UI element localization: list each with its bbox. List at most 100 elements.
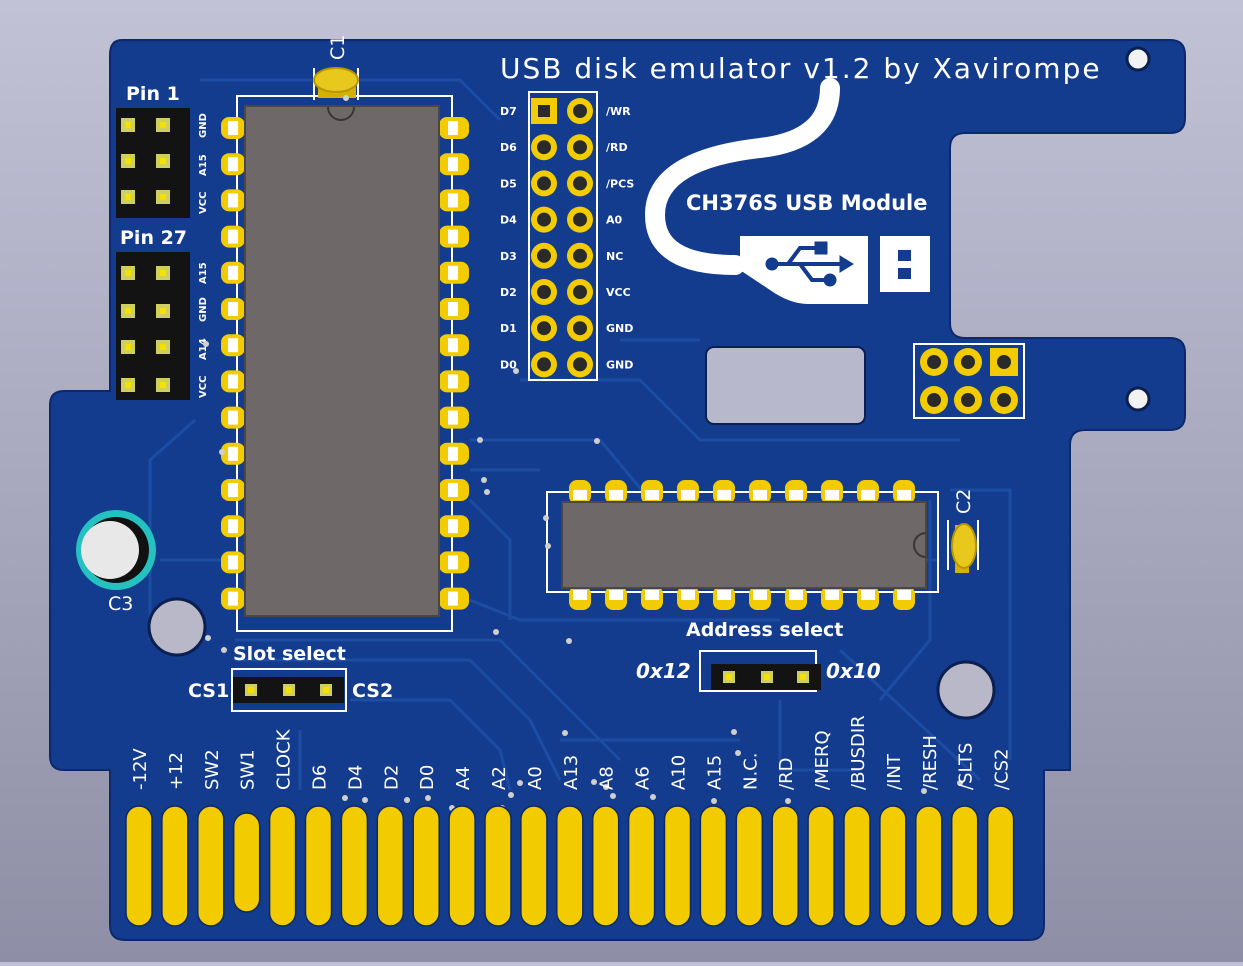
header-pin-tip — [125, 382, 131, 388]
usb-header-pads — [531, 98, 593, 378]
c1-label: C1 — [327, 35, 349, 60]
edge-pin-label: SW1 — [238, 749, 259, 790]
usb-pad-hole — [573, 176, 587, 191]
usb-left-pin-label: D7 — [500, 105, 517, 118]
via — [711, 798, 717, 804]
board-title: USB disk emulator v1.2 by Xavirompe — [500, 52, 1102, 85]
edge-pin-label: D0 — [417, 765, 438, 790]
edge-finger — [161, 805, 189, 927]
edge-finger — [556, 805, 584, 927]
second-dip-chip — [546, 480, 939, 610]
usb-pad-hole — [573, 212, 587, 227]
via — [650, 794, 656, 800]
pin1-label: Pin 1 — [126, 83, 180, 105]
u2-pad-face — [789, 590, 803, 600]
edge-finger — [232, 812, 261, 913]
jumper-pin-tip — [248, 687, 254, 693]
icsp-pad-hole — [997, 355, 1011, 369]
u2-pad-face — [681, 590, 695, 600]
edge-finger — [807, 805, 835, 927]
u1-pad-face — [448, 410, 458, 425]
u2-pad-face — [717, 490, 731, 500]
u1-pad-face — [228, 555, 238, 570]
address-right-label: 0x10 — [826, 659, 881, 683]
header-pin-tip — [125, 158, 131, 164]
via — [477, 437, 483, 443]
address-select-jumper: Address select 0x12 0x10 — [636, 619, 881, 692]
usb-module-label: CH376S USB Module — [686, 191, 928, 215]
usb-right-pin-label: /PCS — [606, 177, 634, 190]
u2-pad-face — [753, 490, 767, 500]
jumper-pin-tip — [800, 674, 806, 680]
mount-hole-left — [147, 597, 207, 657]
board-cutout — [705, 346, 866, 425]
via — [343, 95, 349, 101]
edge-finger — [986, 805, 1015, 927]
usb-pad-hole — [573, 357, 587, 372]
u1-pad-face — [448, 302, 458, 316]
u2-pad-face — [609, 590, 623, 600]
u2-pad-face — [573, 590, 587, 600]
edge-finger — [484, 805, 512, 927]
header-pin-tip — [160, 270, 166, 276]
usb-pad-hole — [537, 176, 551, 191]
edge-pin-label: /RESH — [920, 735, 941, 790]
jumper-pin-tip — [323, 687, 329, 693]
edge-finger — [663, 805, 692, 927]
edge-pin-label: A15 — [704, 755, 725, 790]
via — [731, 729, 737, 735]
via — [591, 779, 597, 785]
via — [425, 795, 431, 801]
icsp-pad-hole — [927, 355, 941, 369]
via — [481, 477, 487, 483]
left-header-bottom-label: GND — [198, 297, 209, 322]
edge-finger — [915, 805, 943, 927]
via — [603, 784, 609, 790]
u1-pad-face — [228, 229, 238, 244]
header-pin-tip — [160, 122, 166, 128]
usb-pad-hole — [537, 212, 551, 227]
usb-module-logo: CH376S USB Module — [644, 78, 930, 304]
u1-pad-face — [448, 157, 458, 172]
icsp-pad-hole — [961, 393, 975, 407]
left-header-bottom-label: A15 — [198, 262, 209, 284]
usb-pad-hole — [538, 105, 550, 117]
left-header-pins — [121, 118, 170, 392]
u1-pad-face — [228, 265, 238, 280]
c2-label: C2 — [953, 489, 975, 514]
via — [562, 730, 568, 736]
mount-hole-mid-right — [1125, 386, 1151, 412]
u1-pad-face — [448, 519, 458, 534]
u2-pad-face — [789, 490, 803, 500]
usb-pad-hole — [537, 248, 551, 263]
usb-left-pin-label: D4 — [500, 214, 517, 227]
icsp-header — [913, 343, 1025, 419]
header-pin-tip — [125, 122, 131, 128]
edge-finger — [304, 805, 333, 927]
edge-pin-label: A10 — [669, 755, 690, 790]
edge-finger — [627, 805, 656, 927]
via — [566, 638, 572, 644]
usb-left-pin-label: D5 — [500, 177, 517, 190]
usb-pad-hole — [537, 140, 551, 155]
usb-trident-icon — [765, 241, 854, 287]
u1-pad-face — [448, 555, 458, 570]
header-pin-tip — [125, 270, 131, 276]
edge-pin-label: A8 — [597, 766, 618, 790]
slot-select-title: Slot select — [233, 643, 346, 665]
c3-label: C3 — [108, 593, 133, 615]
edge-finger — [735, 805, 764, 927]
edge-pin-label: /INT — [884, 753, 905, 790]
left-header-top-label: GND — [198, 113, 209, 138]
header-pin-tip — [125, 194, 131, 200]
copper-traces — [148, 78, 1012, 791]
edge-finger — [843, 805, 871, 927]
via — [493, 629, 499, 635]
slot-select-jumper: Slot select CS1 CS2 — [188, 643, 393, 712]
icsp-pad-hole — [927, 393, 941, 407]
via — [543, 515, 549, 521]
edge-finger — [771, 805, 799, 927]
edge-finger — [520, 805, 548, 927]
